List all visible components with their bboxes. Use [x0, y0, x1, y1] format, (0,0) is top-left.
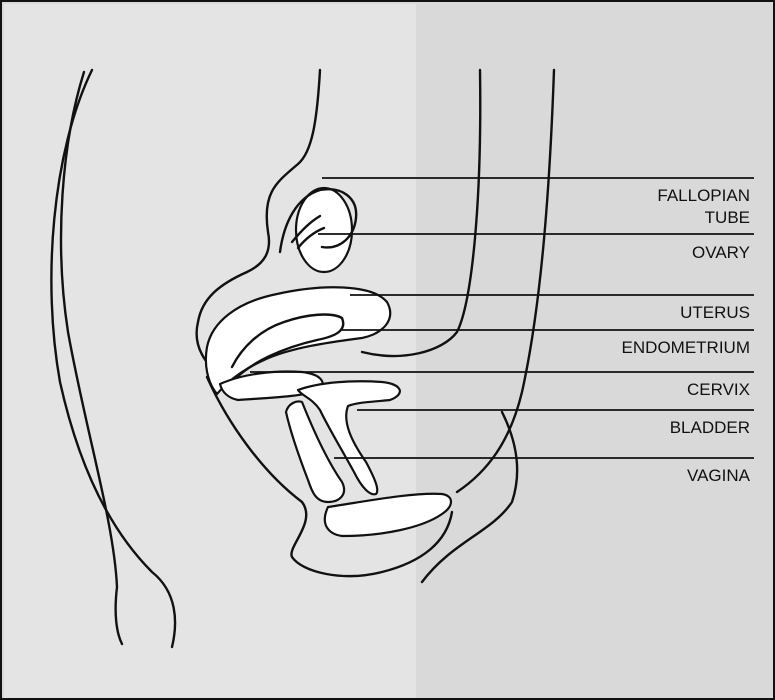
label-bladder: BLADDER	[670, 418, 750, 437]
label-uterus: UTERUS	[680, 303, 750, 322]
buttock-contour	[61, 72, 122, 644]
front-contour	[457, 70, 554, 492]
label-vagina: VAGINA	[687, 466, 751, 485]
label-ovary: OVARY	[692, 243, 750, 262]
label-endometrium: ENDOMETRIUM	[622, 338, 750, 357]
label-cervix: CERVIX	[687, 380, 750, 399]
back-contour	[51, 70, 175, 647]
perineum	[325, 494, 451, 536]
label-fallopian-tube-line2: TUBE	[705, 208, 750, 227]
label-fallopian-tube-line1: FALLOPIAN	[657, 186, 750, 205]
